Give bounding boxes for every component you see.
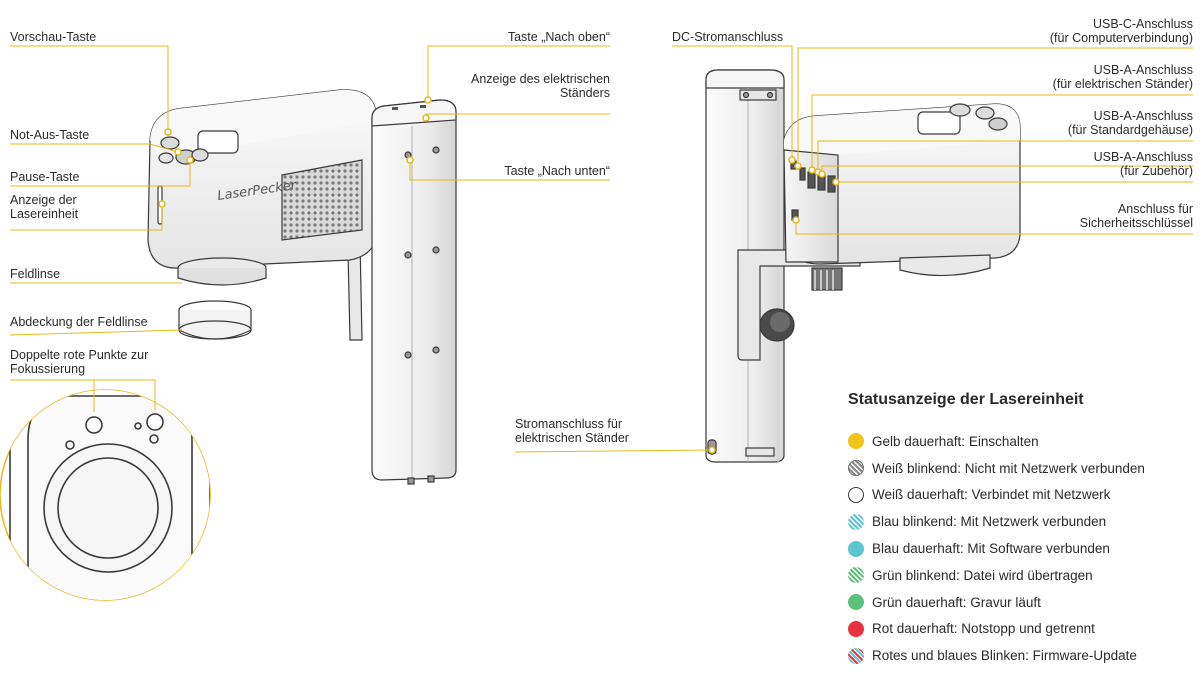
red-blue-blinking-dot-icon	[848, 647, 864, 664]
status-item-text: Grün blinkend: Datei wird übertragen	[872, 567, 1093, 583]
label-down-button: Taste „Nach unten“	[504, 164, 610, 178]
white-blinking-dot-icon	[848, 460, 864, 477]
vent-grill	[281, 159, 363, 241]
status-item-text: Rot dauerhaft: Notstopp und getrennt	[872, 621, 1095, 637]
status-item: Grün dauerhaft: Gravur läuft	[848, 589, 1145, 616]
label-usba-accessory-port: USB-A-Anschluss (für Zubehör)	[1093, 150, 1193, 178]
blue-blinking-dot-icon	[848, 513, 864, 530]
pause-button-shape	[191, 148, 209, 162]
label-safety-key-port: Anschluss für Sicherheitsschlüssel	[1079, 202, 1193, 230]
status-item: Weiß blinkend: Nicht mit Netzwerk verbun…	[848, 455, 1145, 482]
label-usba-housing-port: USB-A-Anschluss (für Standardgehäuse)	[1067, 109, 1193, 137]
white-solid-dot-icon	[848, 486, 864, 503]
top-display	[197, 130, 239, 154]
status-item-text: Weiß dauerhaft: Verbindet mit Netzwerk	[872, 487, 1111, 503]
left-device	[147, 89, 457, 485]
status-item-text: Blau dauerhaft: Mit Software verbunden	[872, 541, 1110, 557]
status-item: Rot dauerhaft: Notstopp und getrennt	[848, 616, 1145, 643]
red-solid-dot-icon	[848, 620, 864, 637]
label-usbc-port: USB-C-Anschluss (für Computerverbindung)	[1049, 17, 1193, 45]
status-item: Blau blinkend: Mit Netzwerk verbunden	[848, 508, 1145, 535]
rear-bracket	[737, 249, 861, 361]
status-item: Blau dauerhaft: Mit Software verbunden	[848, 535, 1145, 562]
label-usba-stand-port: USB-A-Anschluss (für elektrischen Stände…	[1052, 63, 1193, 91]
status-item: Rotes und blaues Blinken: Firmware-Updat…	[848, 642, 1145, 669]
lens-zoom-view	[0, 389, 211, 601]
callout-dots	[158, 96, 840, 454]
label-red-dots: Doppelte rote Punkte zur Fokussierung	[10, 348, 149, 376]
label-dc-port: DC-Stromanschluss	[672, 30, 784, 44]
preview-button-shape	[160, 136, 180, 150]
label-field-lens: Feldlinse	[10, 267, 61, 281]
label-preview-button: Vorschau-Taste	[10, 30, 97, 44]
status-item: Grün blinkend: Datei wird übertragen	[848, 562, 1145, 589]
green-blinking-dot-icon	[848, 567, 864, 584]
right-device	[705, 69, 1021, 463]
label-laser-indicator: Anzeige der Lasereinheit	[10, 193, 79, 221]
label-up-button: Taste „Nach oben“	[507, 30, 610, 44]
status-item: Gelb dauerhaft: Einschalten	[848, 428, 1145, 455]
label-pause-button: Pause-Taste	[10, 170, 80, 184]
label-stand-indicator: Anzeige des elektrischen Ständers	[471, 72, 610, 100]
status-item-text: Grün dauerhaft: Gravur läuft	[872, 594, 1041, 610]
status-item-text: Weiß blinkend: Nicht mit Netzwerk verbun…	[872, 460, 1145, 476]
yellow-solid-dot-icon	[848, 433, 864, 450]
lens-cover-shape	[178, 310, 252, 340]
status-item: Weiß dauerhaft: Verbindet mit Netzwerk	[848, 482, 1145, 509]
stand-column	[371, 99, 457, 481]
status-legend-title: Statusanzeige der Lasereinheit	[848, 391, 1084, 408]
green-solid-dot-icon	[848, 594, 864, 611]
label-stand-power-port: Stromanschluss für elektrischen Ständer	[515, 417, 629, 445]
status-item-text: Gelb dauerhaft: Einschalten	[872, 433, 1039, 449]
usbc-port-shape	[799, 167, 806, 181]
blue-solid-dot-icon	[848, 540, 864, 557]
label-estop-button: Not-Aus-Taste	[10, 128, 90, 142]
status-item-text: Blau blinkend: Mit Netzwerk verbunden	[872, 514, 1107, 530]
label-lens-cover: Abdeckung der Feldlinse	[10, 315, 148, 329]
status-item-text: Rotes und blaues Blinken: Firmware-Updat…	[872, 648, 1137, 664]
